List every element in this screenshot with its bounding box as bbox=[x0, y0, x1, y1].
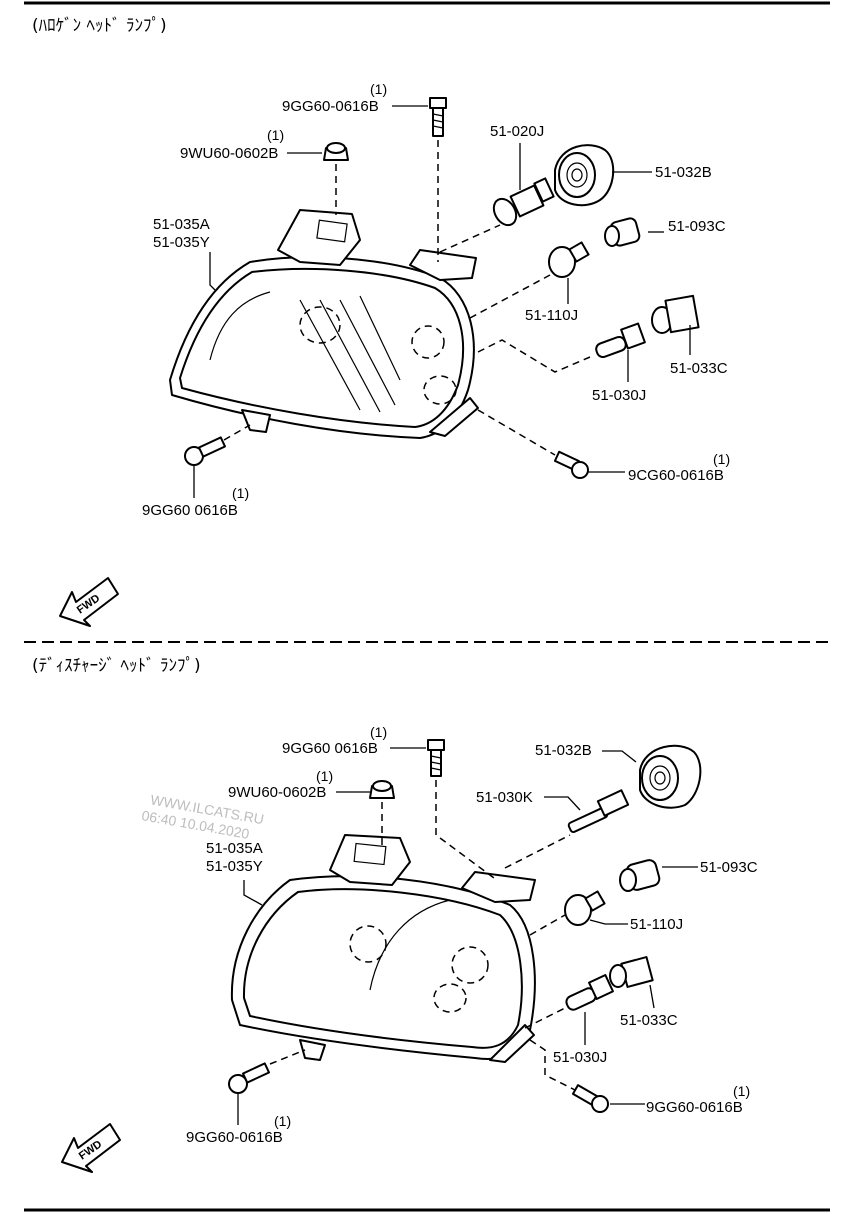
socket-icon bbox=[604, 217, 641, 247]
bolt-icon bbox=[429, 97, 447, 137]
part-label: 51-030J bbox=[592, 387, 646, 404]
part-label: 51-032B bbox=[655, 164, 712, 181]
part-label: 51-110J bbox=[630, 916, 683, 933]
qty-label: (1) bbox=[316, 768, 333, 784]
bulb-cap-icon bbox=[639, 744, 702, 809]
part-label: 9GG60-0616B bbox=[186, 1129, 283, 1146]
qty-label: (1) bbox=[733, 1083, 750, 1099]
part-label: 51-033C bbox=[670, 360, 728, 377]
qty-label: (1) bbox=[370, 81, 387, 97]
part-label: 51-030K bbox=[476, 789, 533, 806]
bolt-icon bbox=[553, 450, 589, 479]
part-label: 51-032B bbox=[535, 742, 592, 759]
part-label: 51-035A bbox=[206, 840, 263, 857]
part-label: 9CG60-0616B bbox=[628, 467, 724, 484]
part-label: 51-033C bbox=[620, 1012, 678, 1029]
socket-icon bbox=[619, 859, 661, 892]
part-label: 51-030J bbox=[553, 1049, 607, 1066]
qty-label: (1) bbox=[232, 485, 249, 501]
part-label: 9WU60-0602B bbox=[180, 145, 278, 162]
halogen-bulb-icon bbox=[492, 177, 555, 227]
part-label: 51-035A bbox=[153, 216, 210, 233]
part-label: 9GG60 0616B bbox=[282, 740, 378, 757]
connector-icon bbox=[609, 956, 654, 988]
section-title-discharge: (ﾃﾞｨｽﾁｬｰｼﾞ ﾍｯﾄﾞ ﾗﾝﾌﾟ) bbox=[32, 656, 201, 676]
fwd-arrow-icon: FWD bbox=[61, 1123, 121, 1173]
part-label: 9GG60-0616B bbox=[282, 98, 379, 115]
qty-label: (1) bbox=[713, 451, 730, 467]
headlamp-housing bbox=[230, 834, 536, 1063]
part-label: 51-093C bbox=[700, 859, 758, 876]
indicator-bulb-icon bbox=[564, 890, 606, 926]
nut-icon bbox=[369, 780, 395, 799]
bolt-icon bbox=[184, 436, 226, 466]
part-label: 51-093C bbox=[668, 218, 726, 235]
nut-icon bbox=[323, 142, 349, 161]
section-title-halogen: (ﾊﾛｹﾞﾝ ﾍｯﾄﾞ ﾗﾝﾌﾟ) bbox=[32, 16, 167, 36]
low-beam-bulb-icon bbox=[595, 322, 646, 359]
qty-label: (1) bbox=[274, 1113, 291, 1129]
bolt-icon bbox=[571, 1084, 609, 1113]
part-label: 51-035Y bbox=[153, 234, 210, 251]
qty-label: (1) bbox=[370, 724, 387, 740]
part-label: 9WU60-0602B bbox=[228, 784, 326, 801]
headlamp-housing bbox=[169, 209, 479, 439]
part-label: 9GG60-0616B bbox=[646, 1099, 743, 1116]
part-label: 51-035Y bbox=[206, 858, 263, 875]
section-halogen: (ﾊﾛｹﾞﾝ ﾍｯﾄﾞ ﾗﾝﾌﾟ) bbox=[32, 16, 730, 627]
part-label: 9GG60 0616B bbox=[142, 502, 238, 519]
section-discharge: (ﾃﾞｨｽﾁｬｰｼﾞ ﾍｯﾄﾞ ﾗﾝﾌﾟ) bbox=[32, 656, 758, 1173]
bolt-icon bbox=[228, 1062, 270, 1094]
hid-bulb-icon bbox=[567, 789, 630, 833]
bulb-cap-icon bbox=[554, 144, 615, 207]
qty-label: (1) bbox=[267, 127, 284, 143]
low-beam-bulb-icon bbox=[565, 974, 614, 1011]
part-label: 51-020J bbox=[490, 123, 544, 140]
connector-icon bbox=[651, 294, 700, 334]
part-label: 51-110J bbox=[525, 307, 578, 324]
bolt-icon bbox=[427, 739, 445, 777]
indicator-bulb-icon bbox=[548, 241, 590, 278]
fwd-arrow-icon: FWD bbox=[59, 577, 119, 627]
